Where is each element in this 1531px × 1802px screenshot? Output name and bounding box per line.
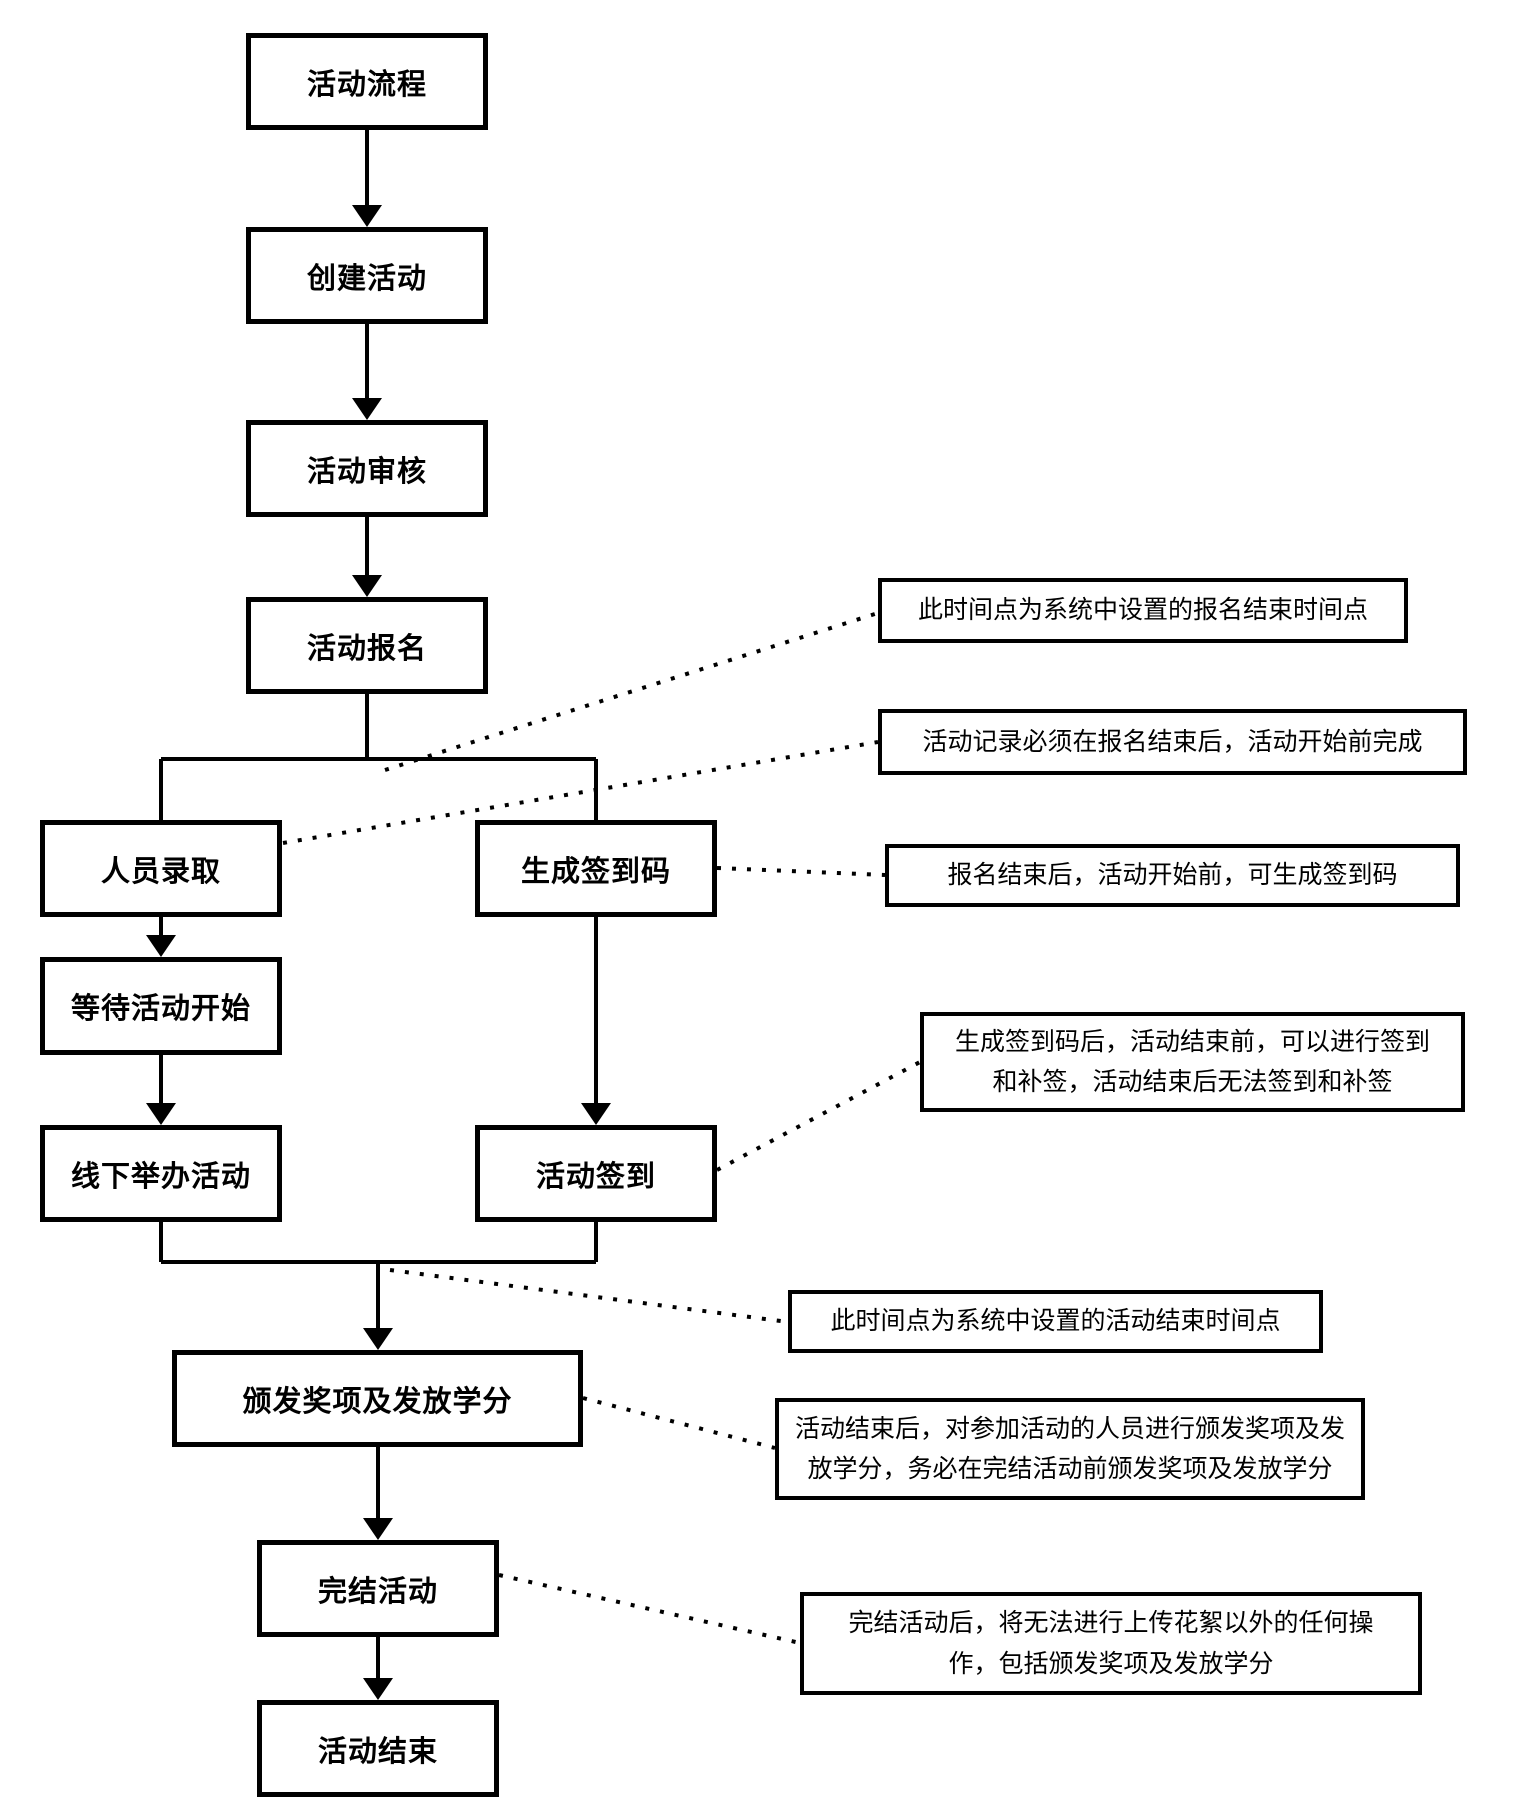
arrowhead-flow-to-create xyxy=(352,205,382,227)
node-generate-checkin-code: 生成签到码 xyxy=(475,820,717,917)
arrowhead-admission-to-wait xyxy=(146,935,176,957)
node-personnel-admission: 人员录取 xyxy=(40,820,282,917)
arrowhead-review-to-registration xyxy=(352,575,382,597)
node-offline-hold-activity: 线下举办活动 xyxy=(40,1125,282,1222)
arrowhead-merge-to-award xyxy=(363,1328,393,1350)
node-activity-registration: 活动报名 xyxy=(246,597,488,694)
dotted-award-after-end xyxy=(582,1396,776,1450)
arrowhead-code-to-checkin xyxy=(581,1103,611,1125)
note-after-finish-restriction: 完结活动后，将无法进行上传花絮以外的任何操 作，包括颁发奖项及发放学分 xyxy=(800,1592,1422,1695)
note-activity-end-time: 此时间点为系统中设置的活动结束时间点 xyxy=(788,1290,1323,1353)
node-activity-flow: 活动流程 xyxy=(246,33,488,130)
arrowhead-finish-to-end xyxy=(363,1678,393,1700)
note-checkin-window: 生成签到码后，活动结束前，可以进行签到 和补签，活动结束后无法签到和补签 xyxy=(920,1012,1465,1112)
node-wait-activity-start: 等待活动开始 xyxy=(40,957,282,1055)
note-record-before-start: 活动记录必须在报名结束后，活动开始前完成 xyxy=(878,709,1467,775)
dotted-after-finish-restriction xyxy=(498,1573,801,1645)
dotted-record-before-start xyxy=(282,740,879,845)
node-award-and-credits: 颁发奖项及发放学分 xyxy=(172,1350,583,1447)
arrowhead-award-to-finish xyxy=(363,1518,393,1540)
dotted-registration-deadline xyxy=(384,611,879,772)
dotted-activity-end-time xyxy=(389,1268,789,1324)
node-activity-review: 活动审核 xyxy=(246,420,488,517)
dotted-checkin-window xyxy=(716,1060,921,1172)
connector-branches-merge xyxy=(159,1222,598,1264)
note-registration-deadline: 此时间点为系统中设置的报名结束时间点 xyxy=(878,578,1408,643)
node-finish-activity: 完结活动 xyxy=(257,1540,499,1637)
connector-registration-split xyxy=(159,694,598,820)
node-activity-end: 活动结束 xyxy=(257,1700,499,1797)
dotted-code-generation-window xyxy=(716,866,886,877)
node-activity-checkin: 活动签到 xyxy=(475,1125,717,1222)
arrowhead-create-to-review xyxy=(352,398,382,420)
arrowhead-wait-to-offline xyxy=(146,1103,176,1125)
note-award-after-end: 活动结束后，对参加活动的人员进行颁发奖项及发 放学分，务必在完结活动前颁发奖项及… xyxy=(775,1398,1365,1500)
node-create-activity: 创建活动 xyxy=(246,227,488,324)
note-code-generation-window: 报名结束后，活动开始前，可生成签到码 xyxy=(885,844,1460,907)
